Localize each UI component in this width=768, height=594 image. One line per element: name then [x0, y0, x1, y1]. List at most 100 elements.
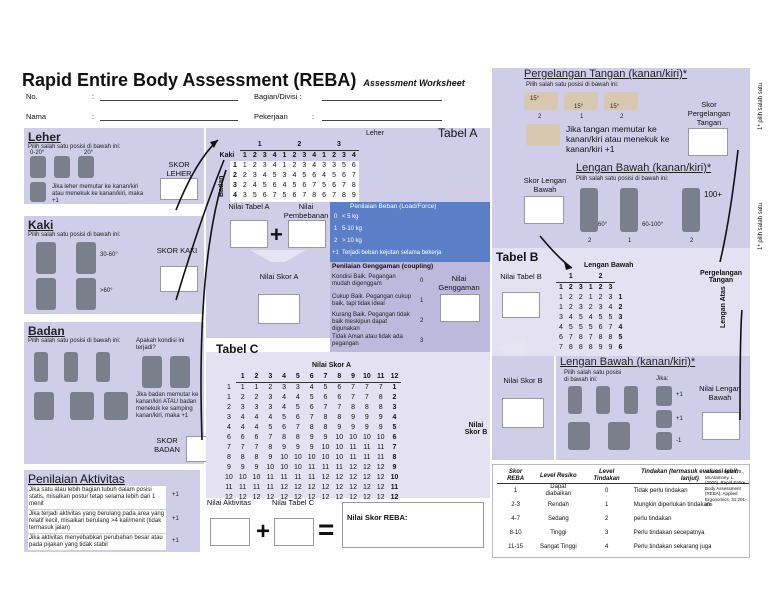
- nilai-skor-b-box[interactable]: [502, 398, 544, 428]
- wrist-label-1: 2: [538, 114, 542, 120]
- tabel-c-cell: 8: [364, 404, 369, 411]
- reba-cell: 1: [513, 487, 518, 494]
- aktivitas-score-2: +1: [172, 516, 179, 522]
- pekerjaan-field[interactable]: [322, 120, 442, 121]
- tabel-a-cell: 4: [289, 171, 300, 181]
- tabel-c-cell: 12: [238, 494, 247, 501]
- tabel-c-cell: 8: [378, 404, 383, 411]
- equals-sign: =: [318, 514, 335, 545]
- tabel-a-kaki-col: 1: [322, 152, 327, 159]
- tabel-a-cell: 4: [269, 161, 280, 171]
- final-row: Nilai Aktivitas + Nilai Tabel C = Nilai …: [196, 498, 486, 554]
- tabel-b-cell: 8: [578, 334, 583, 341]
- bagian-label: Bagian/Divisi :: [254, 92, 302, 101]
- nilai-skor-reba-box[interactable]: Nilai Skor REBA:: [342, 502, 484, 548]
- tabel-c-cell: 7: [309, 414, 314, 421]
- tabel-c-cell: 7: [254, 444, 259, 451]
- tabel-b-sub: 2: [568, 284, 573, 291]
- tabel-c-cell: 12: [293, 494, 302, 501]
- tabel-c-cell: 6: [309, 404, 314, 411]
- nilai-lengan-bawah2-box[interactable]: [702, 412, 740, 440]
- tabel-a-cell: 6: [309, 171, 320, 181]
- tabel-b-pergelangan-label: Pergelangan Tangan: [699, 270, 742, 284]
- tabel-c-row-header: 8: [392, 454, 397, 461]
- tabel-b-sub: 3: [608, 284, 613, 291]
- nilai-tabel-a-label: Nilai Tabel A: [228, 202, 270, 211]
- upper-arm-figure-1: [568, 386, 582, 414]
- nilai-tabel-b-box[interactable]: [502, 292, 540, 318]
- tabel-c-col-header: 10: [359, 372, 374, 383]
- tabel-b-sub: 1: [588, 284, 593, 291]
- tabel-c-cell: 6: [295, 414, 300, 421]
- tabel-c-cell: 10: [238, 474, 247, 481]
- tabel-c-cell: 11: [266, 484, 274, 491]
- tabel-b-cell: 9: [598, 344, 603, 351]
- tabel-a-cell: 1: [279, 161, 290, 171]
- tabel-a-leher-group: 2: [279, 140, 320, 151]
- tabel-b-cell: 5: [588, 324, 593, 331]
- no-field[interactable]: [100, 100, 238, 101]
- tabel-a-leher-group: 1: [239, 140, 280, 151]
- tabel-a-cell: 3: [329, 161, 339, 171]
- tabel-a-title: Tabel A: [438, 126, 478, 140]
- tabel-a-cell: 5: [319, 181, 330, 191]
- nilai-tabel-a-box[interactable]: [230, 220, 268, 248]
- arrow-leher-to-tabel-a: [175, 139, 219, 211]
- trunk-figure-4: [34, 392, 54, 420]
- tabel-c-cell: 12: [349, 484, 357, 491]
- tabel-c-cell: 9: [364, 424, 369, 431]
- bagian-field[interactable]: [322, 100, 442, 101]
- nilai-skor-b-area: Nilai Skor B: [492, 356, 554, 460]
- tabel-c-cell: 9: [268, 454, 273, 461]
- tabel-a-cell: 8: [338, 191, 349, 201]
- tabel-c-cell: 4: [254, 414, 259, 421]
- plus-sign-1: +: [270, 222, 283, 247]
- nama-field[interactable]: [100, 120, 238, 121]
- nilai-tabel-c-box[interactable]: [274, 518, 314, 546]
- lengan-bawah-panel: Lengan Bawah (kanan/kiri)* Pilih salah s…: [492, 162, 750, 248]
- nilai-pembebanan-box[interactable]: [288, 220, 326, 248]
- tabel-b-row-header: 6: [618, 344, 623, 351]
- tabel-c-cell: 11: [308, 464, 316, 471]
- tabel-a-cell: 7: [338, 181, 349, 191]
- tabel-c-cell: 11: [308, 474, 316, 481]
- tabel-c-cell: 3: [254, 404, 259, 411]
- badan-note: Jika badan memutar ke kanan/kiri ATAU ba…: [136, 392, 199, 419]
- genggaman-panel: Penilaian Genggaman (coupling) Kondisi B…: [330, 262, 490, 352]
- tabel-c-cell: 8: [282, 434, 287, 441]
- wrist-angle-3: 15°: [610, 104, 620, 110]
- forearm-angle-2: 60-100°: [642, 222, 664, 228]
- tabel-a-kaki-col: 3: [262, 152, 267, 159]
- tabel-c-col-header: 7: [318, 372, 333, 383]
- nilai-skor-a-box[interactable]: [258, 294, 300, 324]
- tabel-c-cell: 6: [323, 394, 328, 401]
- upper-arm-mod-figure-1: [656, 386, 672, 406]
- tabel-b-cell: 8: [568, 344, 573, 351]
- skor-pergelangan-box[interactable]: [688, 128, 728, 156]
- reba-cell: Rendah: [547, 501, 569, 508]
- skor-lengan-bawah-box[interactable]: [524, 196, 564, 224]
- nilai-tabel-c-label: Nilai Tabel C: [272, 498, 314, 507]
- tabel-b-cell: 6: [598, 324, 603, 331]
- nilai-genggaman-box[interactable]: [440, 294, 480, 322]
- tabel-b-row-header: 2: [618, 304, 623, 311]
- nilai-aktivitas-box[interactable]: [210, 518, 250, 546]
- beban-text-3: Terjadi beban kejutan selama bekerja: [342, 250, 442, 256]
- badan-title: Badan: [28, 324, 65, 338]
- tabel-c-cell: 10: [321, 454, 330, 461]
- tabel-c-cell: 7: [295, 424, 300, 431]
- wrist-twist-figure: [526, 124, 560, 146]
- reba-cell: perlu tindakan: [633, 515, 672, 522]
- tabel-c-cell: 4: [309, 384, 314, 391]
- tabel-c-cell: 5: [295, 404, 300, 411]
- tabel-b-cell: 8: [598, 334, 603, 341]
- nilai-aktivitas-label: Nilai Aktivitas: [206, 498, 252, 507]
- tabel-c-cell: 12: [335, 484, 344, 491]
- tabel-c-cell: 12: [362, 494, 371, 501]
- legs-figure-1: [36, 242, 56, 274]
- tabel-a-cell: 2: [239, 171, 250, 181]
- wrist-angle-1: 15°: [530, 96, 540, 102]
- tabel-b-cell: 8: [608, 334, 613, 341]
- tabel-c-cell: 11: [294, 474, 302, 481]
- legs-figure-4: [76, 278, 96, 310]
